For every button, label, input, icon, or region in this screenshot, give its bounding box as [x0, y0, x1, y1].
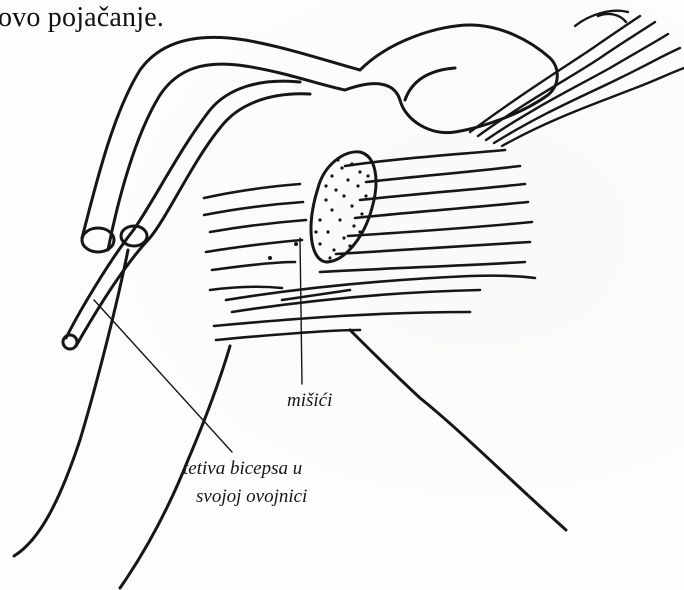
finger-crease [405, 68, 455, 100]
muscles-label: mišići [287, 390, 332, 412]
tendon-tube [63, 81, 310, 349]
arm-left-edge [14, 250, 128, 556]
arm-outline [14, 250, 566, 588]
tendon-label-line1: tetiva bicepsa u [183, 458, 302, 480]
small-dot-1 [268, 256, 272, 260]
muscle-cross-section [268, 152, 376, 262]
arm-right-edge [350, 330, 566, 530]
tendon-tube-outer [66, 81, 300, 338]
small-dot-2 [294, 242, 298, 246]
retractor-outer-line [82, 37, 360, 238]
finger-shape [345, 25, 557, 133]
tendon-leader-line [94, 300, 232, 452]
tendon-tube-tip [63, 335, 77, 349]
tendon-label-line2: svojoj ovojnici [196, 486, 307, 508]
retractor-inner-line [108, 64, 345, 250]
muscle-fibers [204, 150, 535, 340]
muscles-leader-line [300, 238, 302, 384]
retractor-instrument [82, 37, 360, 252]
finger-outline [345, 25, 557, 133]
